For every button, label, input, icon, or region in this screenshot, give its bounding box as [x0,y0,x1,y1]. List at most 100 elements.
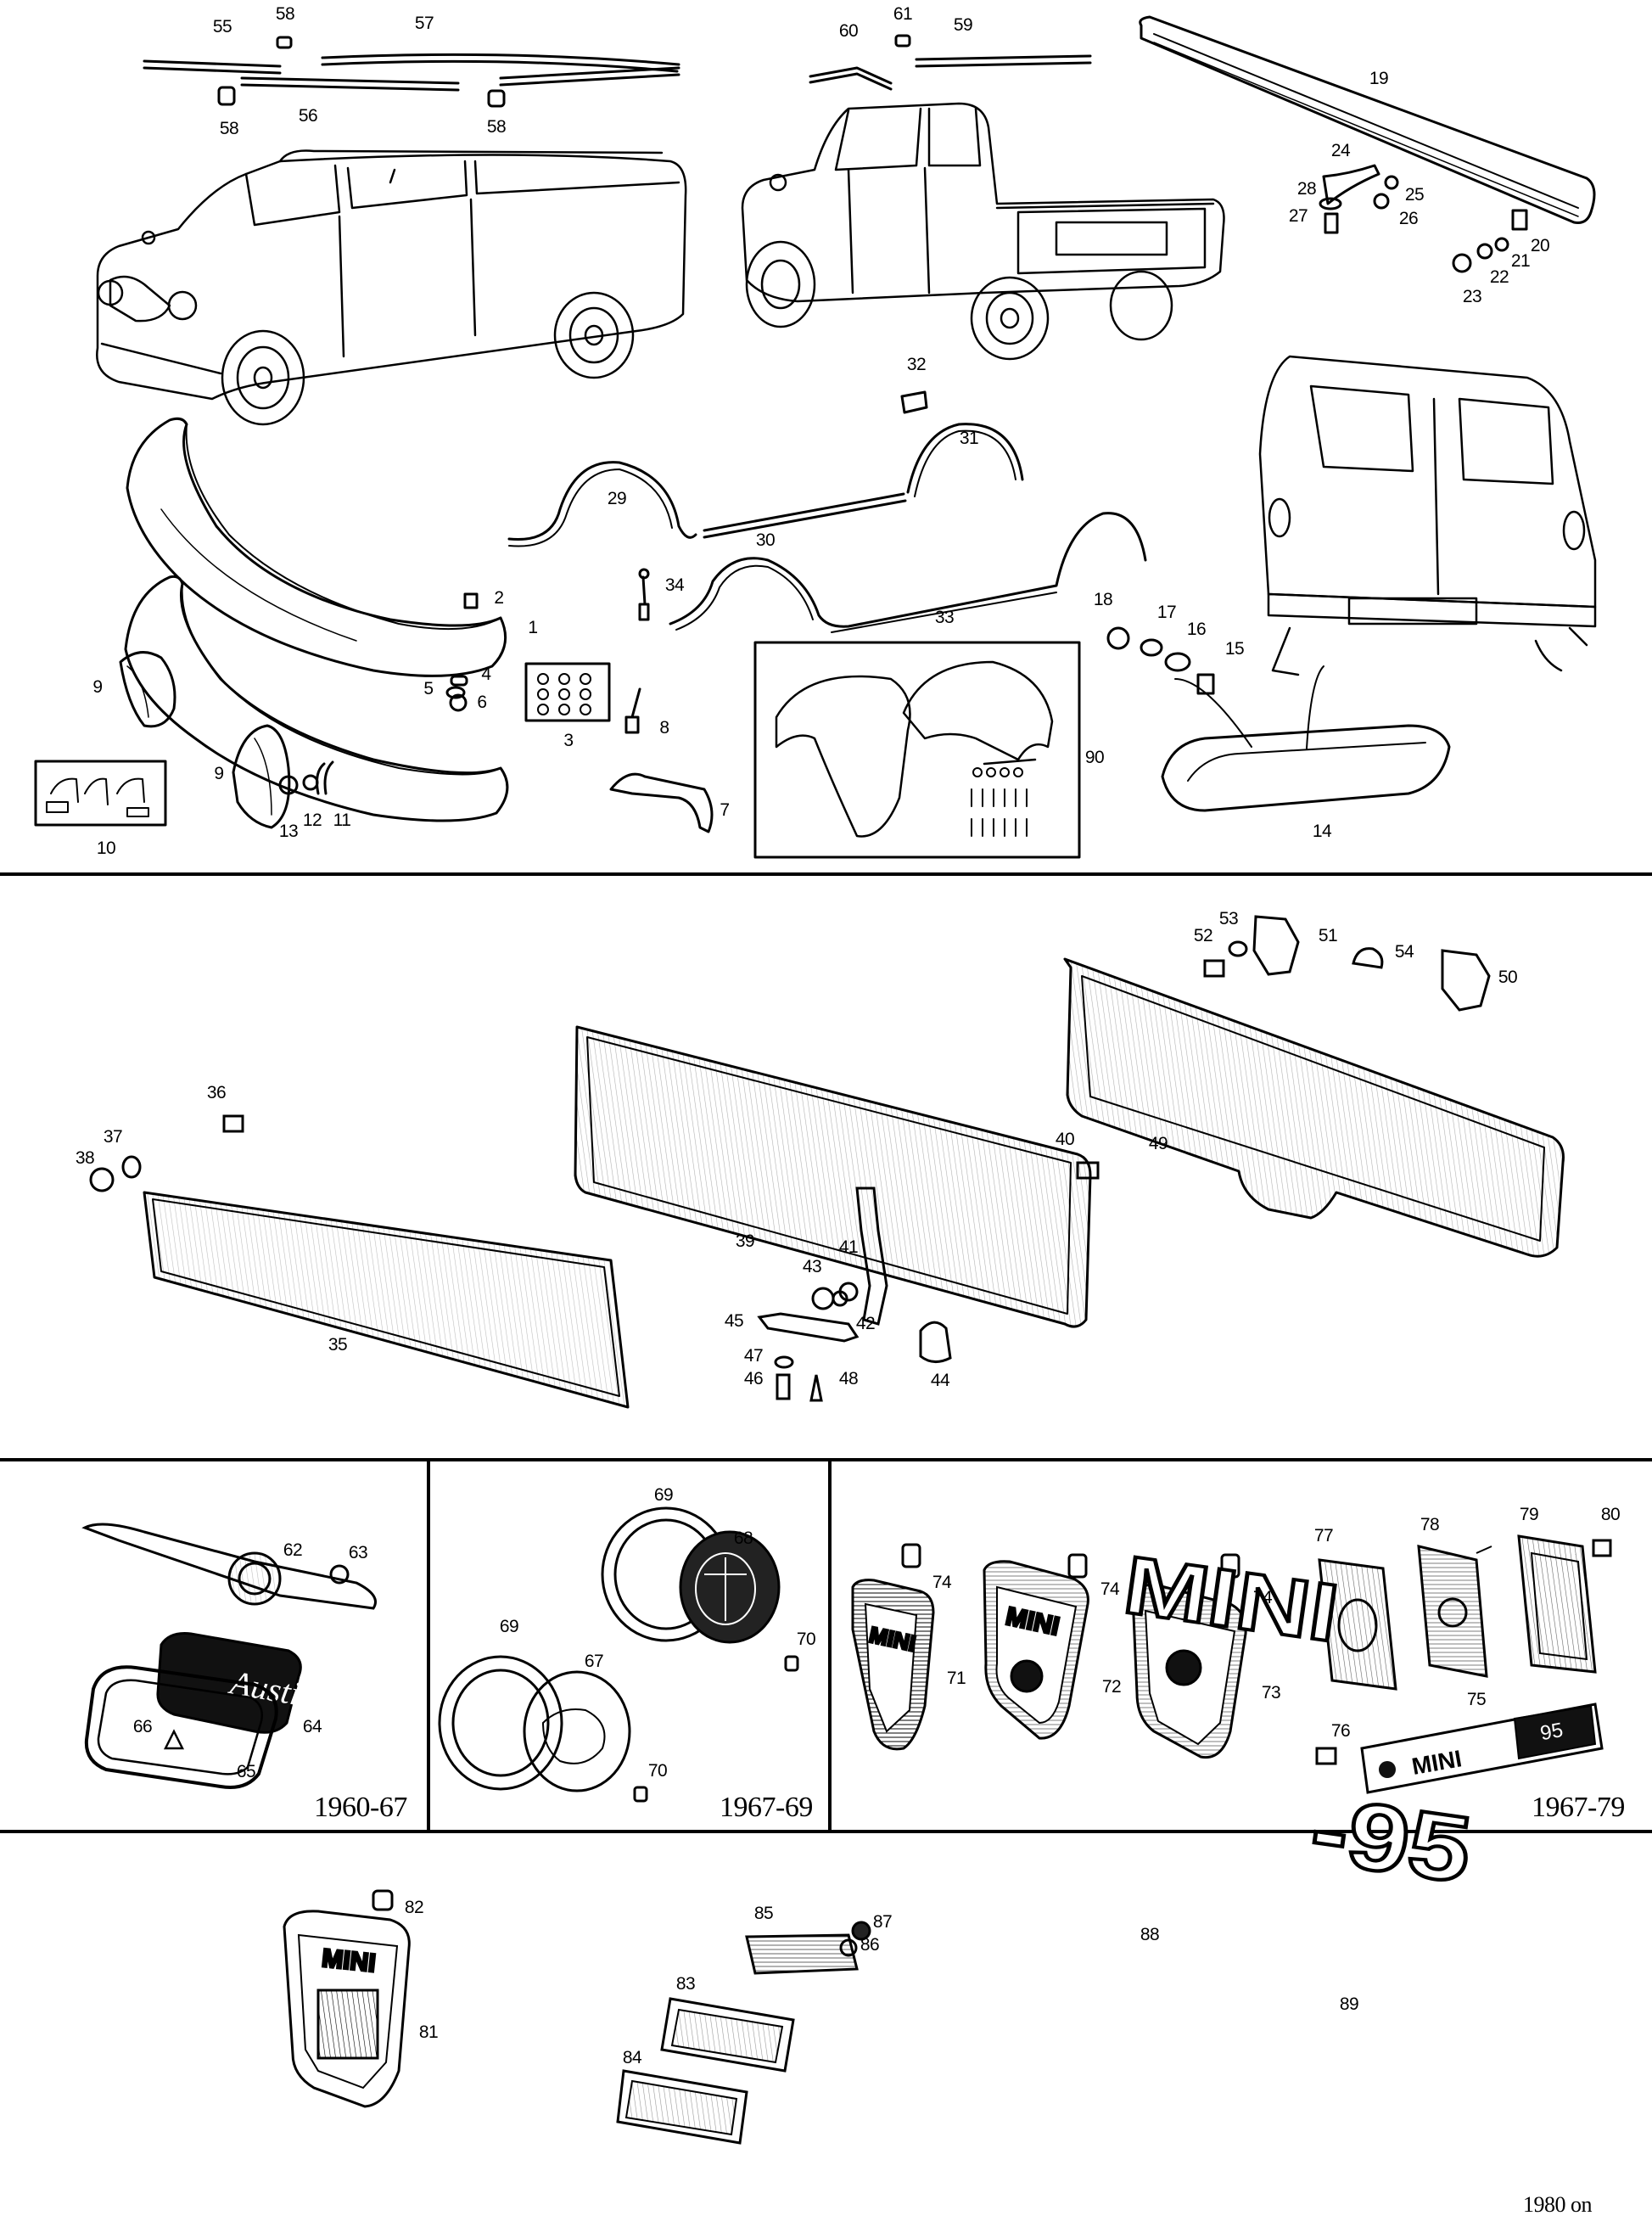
callout-12: 12 [302,811,322,830]
callout-7: 7 [720,800,730,820]
shield-badge-73 [1131,1584,1247,1759]
callout-31: 31 [959,429,979,448]
callout-77: 77 [1313,1526,1334,1545]
number-plate-39 [574,1025,1092,1328]
badge-ring-69b [438,1655,563,1791]
washer-86 [839,1938,858,1957]
bumper-bolt-2 [463,592,479,609]
nut-6 [449,693,468,712]
callout-58: 58 [486,117,507,137]
shield-badge-72: MINI [983,1560,1089,1740]
stud-82 [372,1889,394,1911]
callout-4: 4 [481,665,491,684]
callout-6: 6 [477,693,487,712]
rail-clip-58-b [217,86,236,106]
callout-49: 49 [1148,1134,1168,1153]
callout-76: 76 [1330,1721,1351,1741]
era-label-1967-69: 1967-69 [720,1792,813,1823]
stud-74c [1220,1553,1240,1579]
badge-75: MINI 95 [1360,1703,1604,1794]
washer-16 [1164,652,1191,672]
front-bumper-alt [124,575,509,822]
sill-trim-30 [703,492,905,532]
screw-27 [1324,212,1339,234]
pickup-drip-rail-59 [915,54,1092,61]
rail-clip-58 [276,36,293,49]
callout-40: 40 [1055,1130,1075,1149]
callout-74: 74 [1252,1588,1273,1607]
callout-28: 28 [1296,179,1317,199]
screw-52 [1203,959,1225,978]
callout-38: 38 [75,1148,95,1168]
overrider-9b [232,724,291,829]
callout-87: 87 [872,1912,893,1932]
nut-26 [1373,193,1390,210]
callout-82: 82 [404,1898,424,1917]
washer-37 [121,1155,142,1179]
callout-74: 74 [932,1573,952,1592]
washer-28 [1319,197,1342,210]
mini-pickup-illustration [741,102,1225,361]
callout-80: 80 [1600,1505,1621,1524]
nut-43 [811,1287,835,1310]
plate-bracket-45 [757,1312,860,1343]
callout-57: 57 [414,14,434,33]
screw-36 [222,1114,244,1133]
van-drip-rail-57 [321,53,680,73]
era-label-1967-79: 1967-79 [1532,1792,1625,1823]
clip-34 [638,568,650,621]
van-drip-rail-55 [143,59,282,75]
callout-16: 16 [1186,620,1207,639]
callout-69: 69 [499,1617,519,1636]
callout-90: 90 [1084,748,1105,767]
callout-1: 1 [528,618,538,637]
callout-55: 55 [212,17,232,36]
badge-78 [1417,1545,1492,1678]
mini-van-illustration [96,149,687,426]
bracket-11 [316,760,334,795]
washer-25 [1384,175,1399,190]
callout-88: 88 [1140,1925,1160,1944]
callout-81: 81 [418,2022,439,2042]
overrider-kit-10 [34,760,167,827]
callout-59: 59 [953,15,973,35]
arch-liner-kit-90 [753,641,1081,859]
callout-53: 53 [1218,909,1239,928]
callout-10: 10 [96,839,116,858]
callout-74: 74 [1100,1579,1120,1599]
callout-2: 2 [494,588,504,608]
callout-5: 5 [423,679,434,698]
callout-9: 9 [92,677,103,697]
callout-83: 83 [675,1974,696,1994]
callout-3: 3 [563,731,574,750]
hinge-51 [1252,915,1300,976]
washer-47 [774,1355,794,1369]
callout-70: 70 [647,1761,668,1781]
washer-22 [1476,243,1493,260]
callout-42: 42 [855,1314,876,1333]
screw-80 [1592,1539,1612,1557]
badge89-num: -95 [1305,1776,1477,1903]
badge-77 [1318,1558,1397,1691]
callout-61: 61 [893,4,913,24]
washer-21 [1494,237,1509,252]
callout-46: 46 [743,1369,764,1388]
arch-liners [775,660,1054,838]
nut-13 [278,775,299,795]
callout-34: 34 [664,575,685,595]
callout-43: 43 [802,1257,822,1276]
callout-44: 44 [930,1371,950,1390]
callout-51: 51 [1318,926,1338,945]
callout-8: 8 [659,718,669,738]
nut-87 [851,1921,871,1941]
callout-41: 41 [838,1237,859,1257]
callout-27: 27 [1288,206,1308,226]
era-label-1980-on: 1980 on [1523,2192,1593,2217]
callout-52: 52 [1193,926,1213,945]
rail-clip-58-c [487,89,506,108]
callout-66: 66 [132,1717,153,1736]
screw-40 [1076,1161,1100,1180]
nut-63 [329,1564,350,1585]
callout-30: 30 [755,530,776,550]
washer-4 [450,675,468,687]
